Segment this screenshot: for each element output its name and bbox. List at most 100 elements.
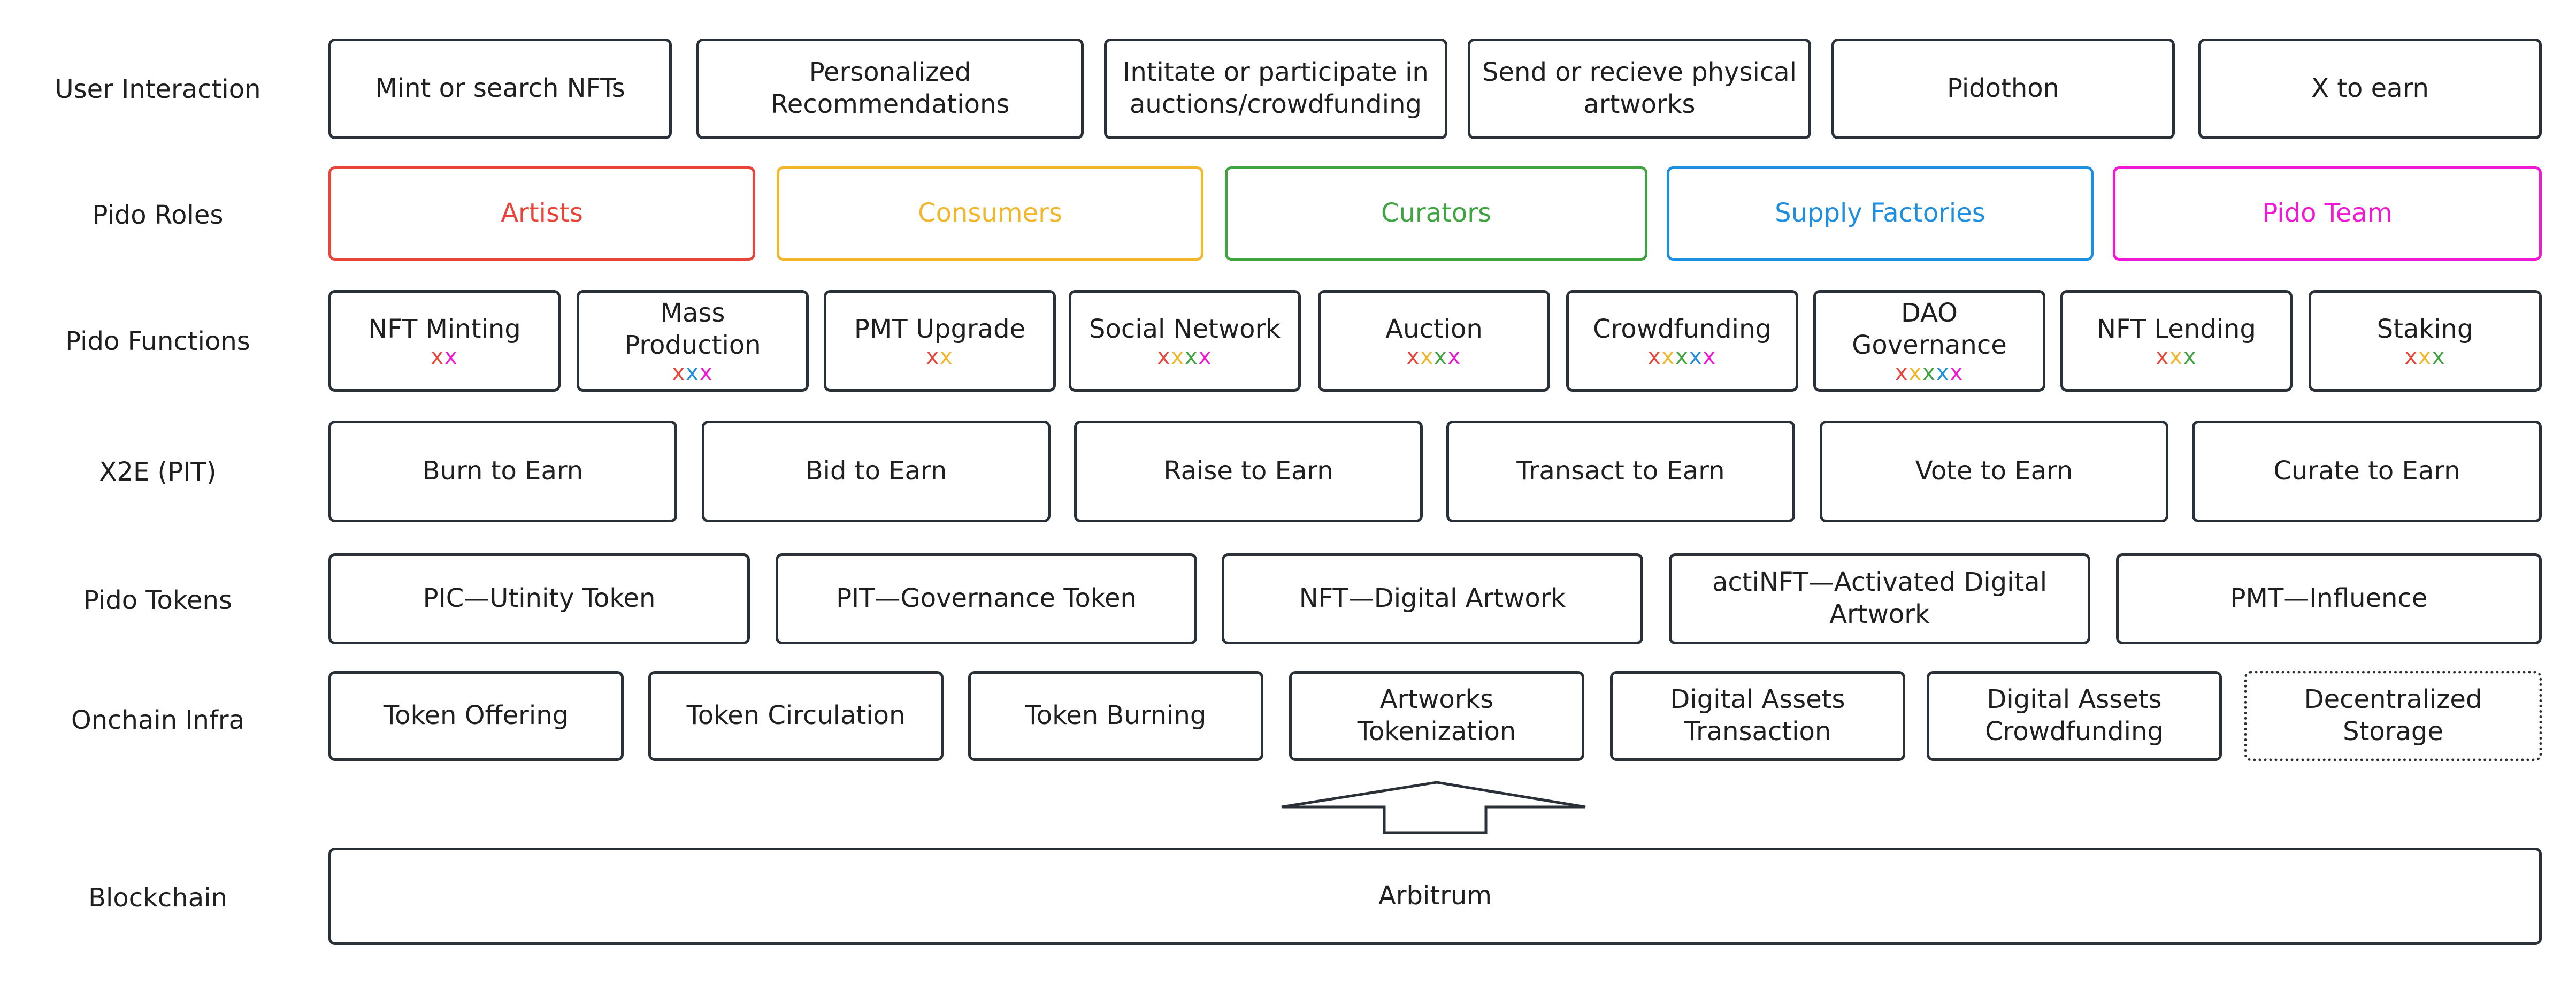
role-mark: x bbox=[431, 344, 444, 369]
infra-box-token-burning: Token Burning bbox=[968, 671, 1263, 761]
role-mark: x bbox=[2418, 344, 2432, 369]
function-label: Auction bbox=[1385, 314, 1483, 345]
infra-label: Artworks Tokenization bbox=[1357, 684, 1516, 746]
ui-box-x-to-earn: X to earn bbox=[2198, 39, 2542, 139]
ui-box-label: Mint or search NFTs bbox=[375, 73, 625, 104]
ui-box-physical-artworks: Send or recieve physical artworks bbox=[1468, 39, 1811, 139]
function-label: Staking bbox=[2376, 314, 2474, 345]
role-label: Pido Team bbox=[2262, 198, 2393, 228]
role-label: Supply Factories bbox=[1775, 198, 1985, 228]
role-mark: x bbox=[926, 344, 940, 369]
role-mark: x bbox=[1420, 344, 1434, 369]
infra-label: Token Burning bbox=[1025, 700, 1207, 731]
infra-label: Token Circulation bbox=[686, 700, 906, 731]
ui-box-auctions-crowdfunding: Intitate or participate in auctions/crow… bbox=[1104, 39, 1447, 139]
infra-box-artworks-tokenization: Artworks Tokenization bbox=[1289, 671, 1584, 761]
infra-label: Decentralized Storage bbox=[2304, 684, 2482, 746]
x2e-label: Raise to Earn bbox=[1163, 456, 1333, 486]
role-mark: x bbox=[2183, 344, 2197, 369]
infra-box-token-circulation: Token Circulation bbox=[648, 671, 944, 761]
role-marks: xx bbox=[431, 346, 458, 368]
role-mark: x bbox=[1922, 360, 1936, 385]
role-box-curators: Curators bbox=[1225, 166, 1647, 261]
ui-box-label: X to earn bbox=[2311, 73, 2429, 104]
role-mark: x bbox=[699, 360, 714, 385]
role-mark: x bbox=[1689, 344, 1703, 369]
token-box-nft: NFT—Digital Artwork bbox=[1222, 553, 1643, 644]
x2e-box-transact-to-earn: Transact to Earn bbox=[1446, 421, 1795, 522]
token-box-pit: PIT—Governance Token bbox=[776, 553, 1197, 644]
function-label: PMT Upgrade bbox=[854, 314, 1026, 345]
x2e-box-vote-to-earn: Vote to Earn bbox=[1820, 421, 2168, 522]
role-mark: x bbox=[686, 360, 700, 385]
ui-box-personalized-recommendations: Personalized Recommendations bbox=[696, 39, 1084, 139]
role-mark: x bbox=[940, 344, 954, 369]
x2e-box-raise-to-earn: Raise to Earn bbox=[1074, 421, 1423, 522]
token-label: NFT—Digital Artwork bbox=[1299, 583, 1566, 614]
role-mark: x bbox=[1434, 344, 1448, 369]
role-mark: x bbox=[444, 344, 458, 369]
row-label-pido-functions: Pido Functions bbox=[65, 326, 250, 356]
infra-label: Digital Assets Crowdfunding bbox=[1985, 684, 2164, 746]
function-label: DAO Governance bbox=[1852, 298, 2007, 360]
role-mark: x bbox=[1895, 360, 1909, 385]
role-marks: xxxxx bbox=[1648, 346, 1716, 368]
role-mark: x bbox=[1936, 360, 1950, 385]
x2e-label: Burn to Earn bbox=[422, 456, 584, 486]
x2e-box-burn-to-earn: Burn to Earn bbox=[328, 421, 677, 522]
role-box-pido-team: Pido Team bbox=[2113, 166, 2542, 261]
role-mark: x bbox=[1406, 344, 1421, 369]
x2e-label: Vote to Earn bbox=[1915, 456, 2073, 486]
role-mark: x bbox=[1703, 344, 1717, 369]
infra-box-digital-assets-transaction: Digital Assets Transaction bbox=[1610, 671, 1905, 761]
row-label-onchain-infra: Onchain Infra bbox=[71, 705, 245, 735]
x2e-box-curate-to-earn: Curate to Earn bbox=[2192, 421, 2542, 522]
infra-box-digital-assets-crowdfunding: Digital Assets Crowdfunding bbox=[1927, 671, 2222, 761]
role-box-consumers: Consumers bbox=[777, 166, 1203, 261]
role-marks: xxx bbox=[2156, 346, 2197, 368]
x2e-label: Curate to Earn bbox=[2273, 456, 2460, 486]
token-box-pmt: PMT—Influence bbox=[2116, 553, 2542, 644]
role-box-artists: Artists bbox=[328, 166, 755, 261]
row-label-blockchain: Blockchain bbox=[88, 883, 227, 913]
x2e-label: Transact to Earn bbox=[1516, 456, 1725, 486]
role-mark: x bbox=[1908, 360, 1923, 385]
token-label: PIT—Governance Token bbox=[836, 583, 1137, 614]
token-box-actinft: actiNFT—Activated Digital Artwork bbox=[1669, 553, 2090, 644]
ui-box-label: Send or recieve physical artworks bbox=[1482, 57, 1797, 119]
ui-box-pidothon: Pidothon bbox=[1831, 39, 2175, 139]
role-marks: xx bbox=[926, 346, 953, 368]
role-mark: x bbox=[672, 360, 686, 385]
role-mark: x bbox=[2169, 344, 2183, 369]
role-mark: x bbox=[1950, 360, 1964, 385]
function-label: NFT Minting bbox=[368, 314, 521, 345]
ui-box-label: Personalized Recommendations bbox=[770, 57, 1010, 119]
infra-box-decentralized-storage: Decentralized Storage bbox=[2244, 671, 2542, 761]
role-marks: xxx bbox=[672, 362, 713, 384]
role-label: Artists bbox=[501, 198, 583, 228]
ui-box-label: Intitate or participate in auctions/crow… bbox=[1123, 57, 1429, 119]
role-label: Curators bbox=[1381, 198, 1491, 228]
role-mark: x bbox=[1447, 344, 1462, 369]
role-marks: xxxx bbox=[1407, 346, 1462, 368]
infra-box-token-offering: Token Offering bbox=[328, 671, 624, 761]
role-mark: x bbox=[1157, 344, 1171, 369]
role-marks: xxx bbox=[2404, 346, 2445, 368]
role-mark: x bbox=[2432, 344, 2446, 369]
role-marks: xxxx bbox=[1157, 346, 1213, 368]
token-label: PMT—Influence bbox=[2230, 583, 2428, 614]
role-mark: x bbox=[1198, 344, 1213, 369]
row-label-x2e: X2E (PIT) bbox=[99, 457, 217, 487]
role-mark: x bbox=[2404, 344, 2419, 369]
x2e-box-bid-to-earn: Bid to Earn bbox=[702, 421, 1051, 522]
function-label: Social Network bbox=[1089, 314, 1281, 345]
ui-box-mint-search: Mint or search NFTs bbox=[328, 39, 672, 139]
function-label: Crowdfunding bbox=[1593, 314, 1772, 345]
